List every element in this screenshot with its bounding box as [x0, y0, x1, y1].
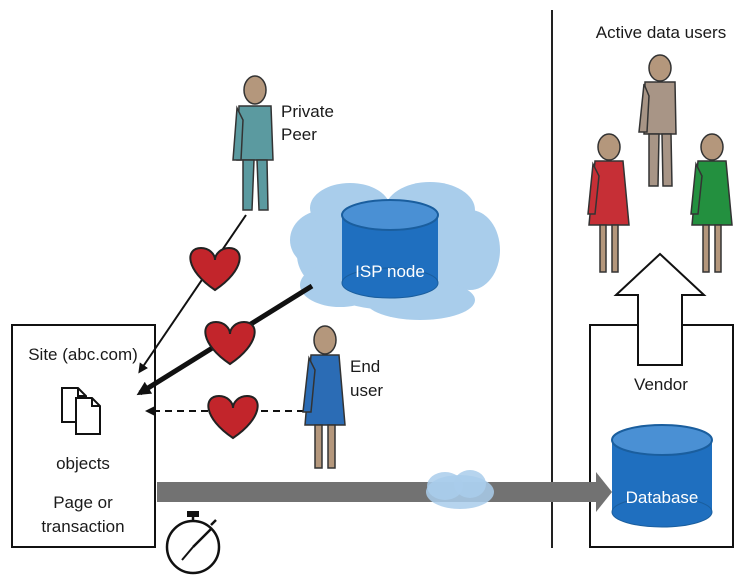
site-box	[11, 324, 156, 548]
database-label: Database	[626, 488, 699, 507]
vendor-label: Vendor	[634, 375, 688, 394]
user-green-person-icon	[690, 133, 733, 273]
data-flow-arrow	[157, 472, 612, 512]
upload-arrow	[613, 252, 707, 366]
isp-node-label: ISP node	[355, 262, 425, 281]
user-tan-person-icon	[638, 54, 677, 187]
active-users-label: Active data users	[596, 23, 726, 42]
end-user-person-icon	[302, 325, 346, 469]
page-label-1: Page or	[53, 493, 113, 512]
peer-arrow	[138, 214, 247, 374]
private-peer-label-2: Peer	[281, 125, 317, 144]
vendor-database-icon	[611, 424, 713, 528]
end-user-label-2: user	[350, 381, 383, 400]
stopwatch-icon	[165, 511, 221, 575]
page-label-2: transaction	[41, 517, 124, 536]
site-label: Site (abc.com)	[28, 345, 138, 364]
private-peer-label-1: Private	[281, 102, 334, 121]
end-user-label-1: End	[350, 357, 380, 376]
user-red-person-icon	[587, 133, 630, 273]
cloud-icon	[426, 470, 494, 509]
documents-icon	[61, 387, 101, 435]
heart-icon	[207, 394, 259, 440]
objects-label: objects	[56, 454, 110, 473]
heart-icon	[189, 246, 241, 292]
database-icon	[341, 199, 439, 299]
heart-icon	[204, 320, 256, 366]
private-peer-person-icon	[232, 75, 274, 211]
